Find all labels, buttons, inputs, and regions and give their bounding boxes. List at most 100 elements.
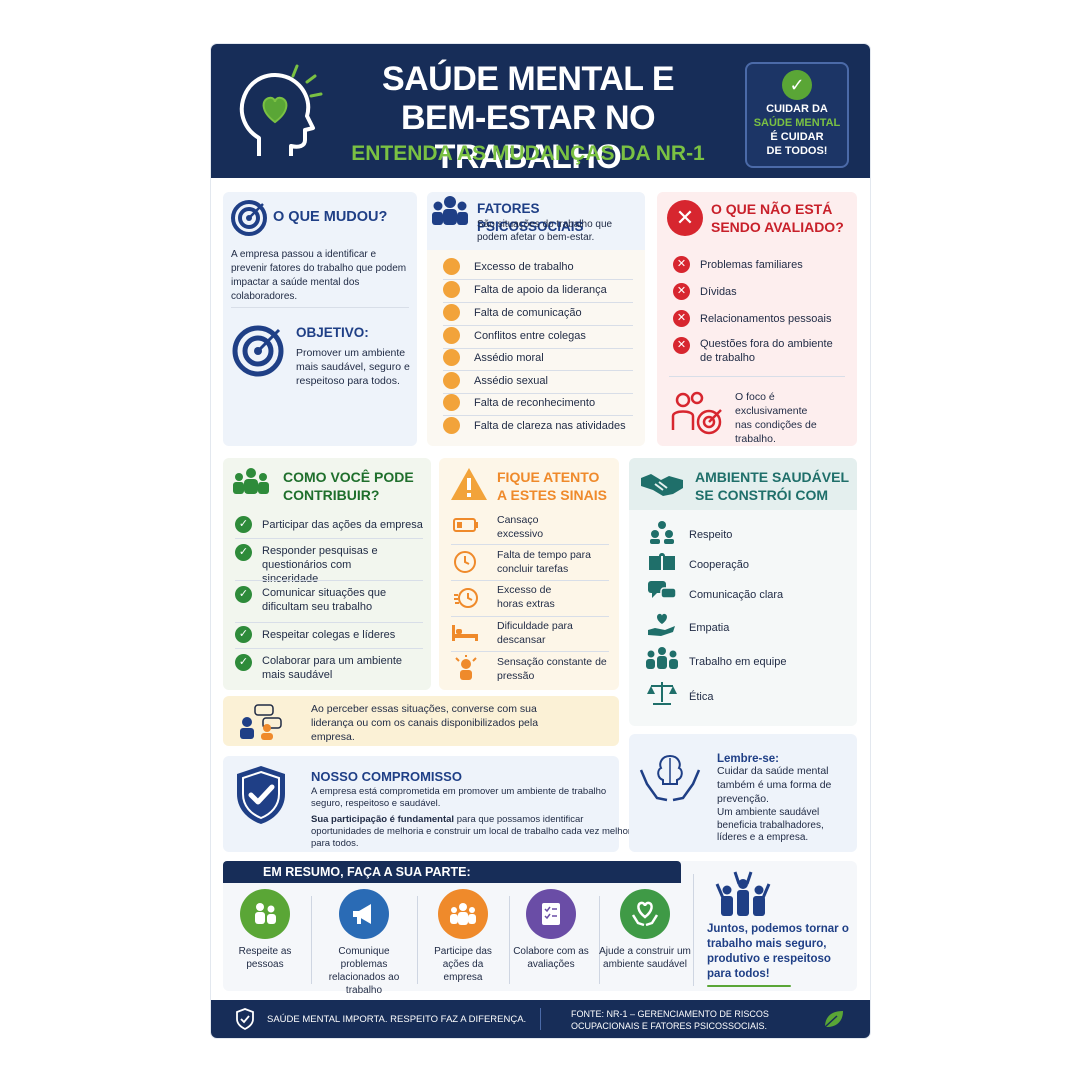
divider [235,580,423,581]
resumo-item: Respeite as pessoas [219,889,311,971]
divider [451,616,609,617]
conversation-icon [240,704,282,740]
badge-line-4: DE TODOS! [766,145,828,157]
hands-brain-icon [639,754,701,802]
card-contribuir: COMO VOCÊ PODE CONTRIBUIR? ✓Participar d… [223,458,431,690]
list-item: Excesso de trabalho [443,258,633,275]
hand-stop-icon [443,349,460,366]
sinal-item: Dificuldade para descansar [497,620,573,646]
stressed-person-icon [455,655,477,680]
warning-icon [443,372,460,389]
chat-icon [443,304,460,321]
list-item: ✕Problemas familiares [673,256,853,273]
contribuir-title: COMO VOCÊ PODE CONTRIBUIR? [283,469,414,503]
list-item: ✕Relacionamentos pessoais [673,310,853,327]
clock-icon [454,551,476,573]
respect-people-icon [650,521,674,544]
divider [451,580,609,581]
team-celebration-icon [715,871,771,916]
x-icon: ✕ [673,337,690,354]
group-icon [438,889,488,939]
list-item: Assédio moral [443,349,633,366]
shield-icon [236,1008,254,1030]
list-item: ✕Dívidas [673,283,853,300]
compromisso-title: NOSSO COMPROMISSO [311,769,462,784]
star-icon [443,394,460,411]
clipboard-icon [443,417,460,434]
ambiente-item: Comunicação clara [689,589,784,601]
sinais-title: FIQUE ATENTO A ESTES SINAIS [497,469,607,503]
card-perceber: Ao perceber essas situações, converse co… [223,696,619,746]
resumo-item: Colabore com as avaliações [505,889,597,971]
resumo-title: EM RESUMO, FAÇA A SUA PARTE: [223,861,681,883]
conflict-icon [443,327,460,344]
leader-icon [443,281,460,298]
checklist-icon [526,889,576,939]
divider [443,325,633,326]
divider [235,538,423,539]
speech-bubbles-icon [648,581,677,599]
divider [443,370,633,371]
target-icon [231,200,267,236]
check-icon: ✓ [235,544,252,561]
divider [231,307,409,308]
ambiente-item: Trabalho em equipe [689,656,787,668]
divider [443,393,633,394]
badge-line-2: SAÚDE MENTAL [753,117,841,129]
divider [417,896,418,984]
page-title: SAÚDE MENTAL E BEM-ESTAR NO TRABALHO [323,60,733,177]
poster: SAÚDE MENTAL E BEM-ESTAR NO TRABALHO ENT… [211,44,870,1038]
hand-heart-icon [648,613,675,636]
objective-text: Promover um ambiente mais saudável, segu… [296,347,410,387]
divider [235,648,423,649]
list-item: ✓Responder pesquisas e questionários com… [235,544,405,586]
sinal-item: Falta de tempo para concluir tarefas [497,549,591,575]
divider [443,279,633,280]
list-item: Falta de apoio da liderança [443,281,633,298]
shield-check-icon [237,766,285,824]
list-item: ✓Respeitar colegas e líderes [235,626,425,643]
card-lembre-se: Lembre-se: Cuidar da saúde mental também… [629,734,857,852]
heart-hands-icon [620,889,670,939]
card-fatores-psicossociais: FATORES PSICOSSOCIAIS São situações do t… [427,192,645,446]
juntos-underline [707,985,791,987]
handshake-icon [641,474,683,496]
resumo-item: Ajude a construir um ambiente saudável [597,889,693,971]
divider [451,544,609,545]
divider [669,376,845,377]
resumo-item: Participe das ações da empresa [417,889,509,984]
ambiente-title: AMBIENTE SAUDÁVEL SE CONSTRÓI COM [695,469,850,503]
head-heart-icon [239,64,323,156]
divider [311,896,312,984]
compromisso-text-2: Sua participação é fundamental para que … [311,814,632,849]
check-icon: ✓ [235,516,252,533]
low-battery-icon [453,518,478,532]
people-target-icon [671,391,722,435]
list-item: ✕Questões fora do ambiente de trabalho [673,337,833,365]
x-icon: ✕ [673,256,690,273]
divider [693,874,694,986]
objective-title: OBJETIVO: [296,325,369,340]
sinal-item: Cansaço excessivo [497,514,544,540]
header-badge: ✓ CUIDAR DA SAÚDE MENTAL É CUIDAR DE TOD… [745,62,849,168]
megaphone-icon [339,889,389,939]
footer-divider [540,1008,541,1030]
lembre-text-2: Um ambiente saudável beneficia trabalhad… [717,807,824,843]
scales-icon [647,682,677,705]
o-que-mudou-text: A empresa passou a identificar e preveni… [231,249,407,302]
workload-icon [443,258,460,275]
stopwatch-icon [454,588,478,608]
objective-target-icon [232,325,284,377]
header: SAÚDE MENTAL E BEM-ESTAR NO TRABALHO ENT… [211,44,870,178]
list-item: Falta de reconhecimento [443,394,633,411]
compromisso-text-1: A empresa está comprometida em promover … [311,786,607,809]
divider [235,622,423,623]
o-que-mudou-title: O QUE MUDOU? [273,209,388,225]
fatores-title: FATORES PSICOSSOCIAIS [477,201,584,234]
footer: SAÚDE MENTAL IMPORTA. RESPEITO FAZ A DIF… [211,1000,870,1038]
resumo-item: Comunique problemas relacionados ao trab… [315,889,413,997]
list-item: ✓Participar das ações da empresa [235,516,431,533]
card-o-que-mudou: O QUE MUDOU? A empresa passou a identifi… [223,192,417,446]
card-nao-avaliado: ✕ O QUE NÃO ESTÁ SENDO AVALIADO? ✕Proble… [657,192,857,446]
divider [443,348,633,349]
